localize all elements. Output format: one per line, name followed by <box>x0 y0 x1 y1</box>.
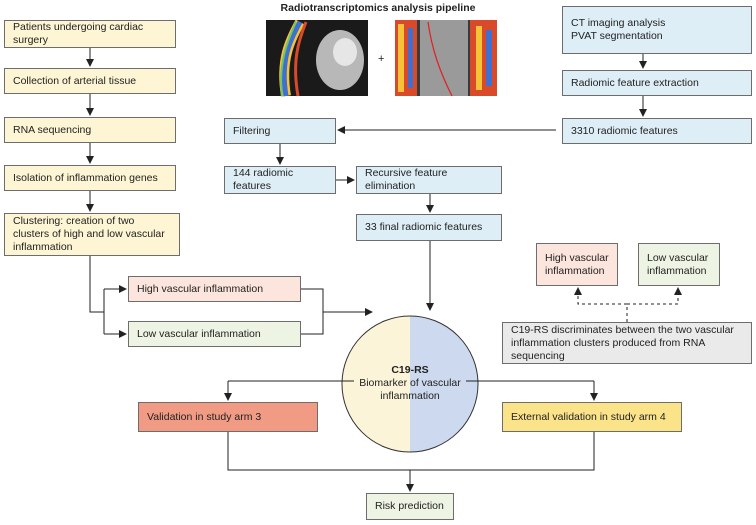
box-high-inflammation: High vascular inflammation <box>128 276 301 302</box>
box-isolation: Isolation of inflammation genes <box>4 165 176 191</box>
box-33-features: 33 final radiomic features <box>356 214 502 241</box>
diagram-title: Radiotranscriptomics analysis pipeline <box>280 2 476 14</box>
box-validation-arm3: Validation in study arm 3 <box>138 402 318 432</box>
c19rs-subtitle: Biomarker of vascular inflammation <box>359 377 461 402</box>
box-feature-extraction: Radiomic feature extraction <box>562 70 752 96</box>
box-collection: Collection of arterial tissue <box>4 68 176 94</box>
box-rfe: Recursive feature elimination <box>356 166 502 194</box>
box-3310-features: 3310 radiomic features <box>562 118 752 144</box>
c19rs-label: C19-RS <box>391 364 429 376</box>
box-disc-high: High vascular inflammation <box>536 243 618 286</box>
box-validation-arm4: External validation in study arm 4 <box>502 402 682 432</box>
ct-image-axial <box>266 19 368 97</box>
box-risk-prediction: Risk prediction <box>366 493 454 520</box>
box-patients: Patients undergoing cardiac surgery <box>4 20 176 48</box>
box-filtering: Filtering <box>224 118 336 144</box>
box-disc-low: Low vascular inflammation <box>638 243 720 286</box>
box-rna-sequencing: RNA sequencing <box>4 117 176 143</box>
ct-image-pvat <box>395 20 497 97</box>
box-low-inflammation: Low vascular inflammation <box>128 321 301 347</box>
box-144-features: 144 radiomic features <box>224 166 336 194</box>
box-clustering: Clustering: creation of two clusters of … <box>4 213 180 256</box>
plus-sign: + <box>378 53 385 65</box>
box-ct-imaging: CT imaging analysis PVAT segmentation <box>562 6 752 54</box>
box-discrimination: C19-RS discriminates between the two vas… <box>502 322 752 364</box>
